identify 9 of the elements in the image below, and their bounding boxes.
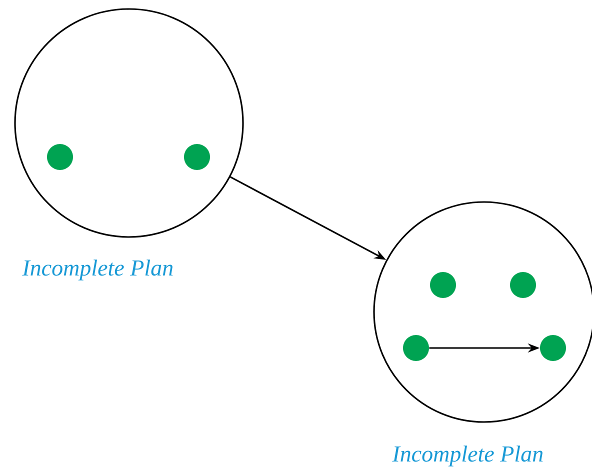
plan-label: Incomplete Plan (22, 260, 173, 280)
dot (47, 144, 73, 170)
dot (430, 272, 456, 298)
dot (540, 335, 566, 361)
dot (403, 335, 429, 361)
plan-label: Incomplete Plan (392, 446, 543, 466)
dot (510, 272, 536, 298)
circle (14, 8, 244, 238)
dot (184, 144, 210, 170)
